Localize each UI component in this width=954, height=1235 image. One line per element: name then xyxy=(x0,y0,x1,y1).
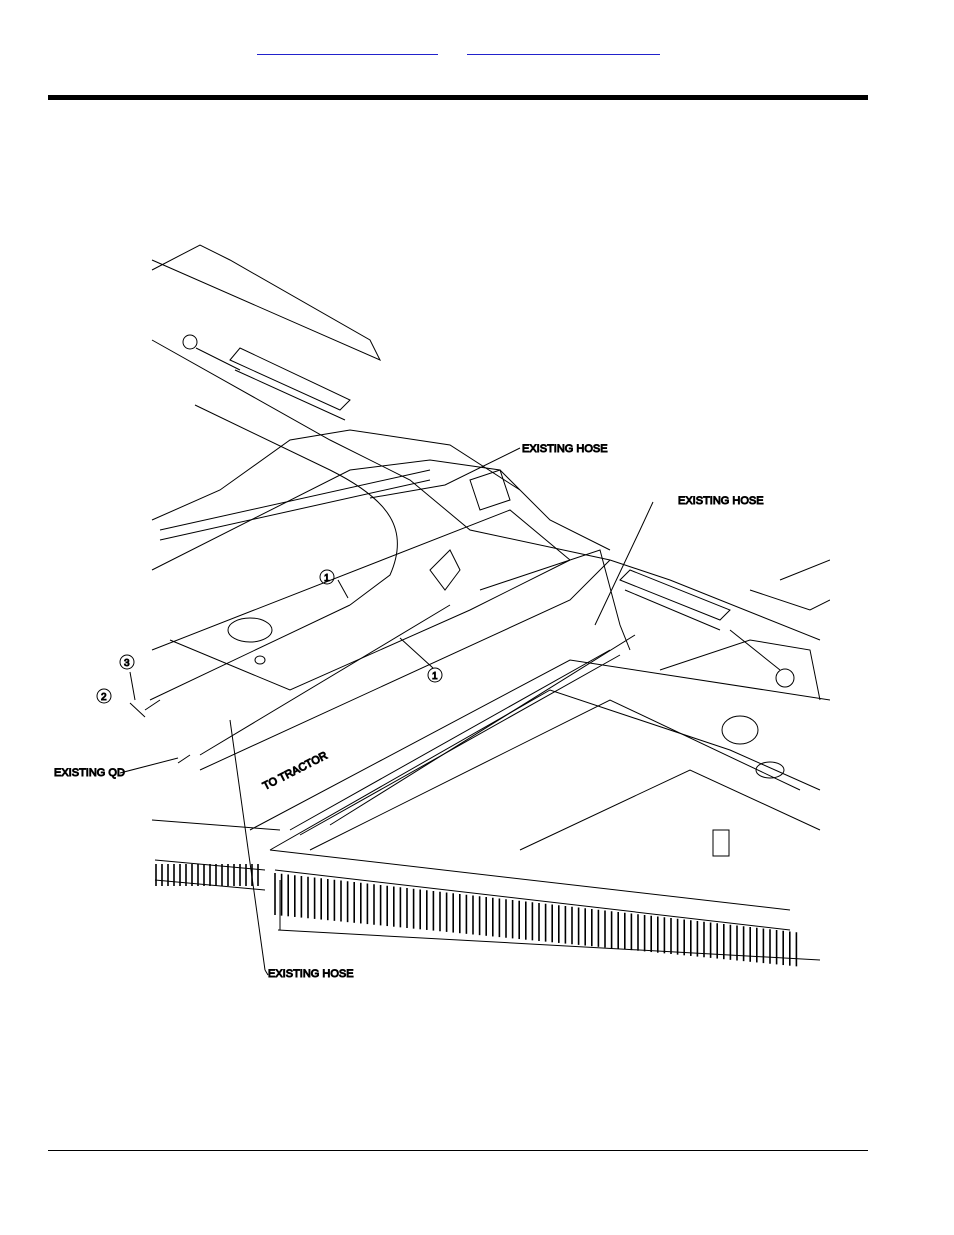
label-existing-hose-right: EXISTING HOSE xyxy=(678,495,764,507)
label-existing-hose-top: EXISTING HOSE xyxy=(522,443,608,455)
callout-item-1-lower: 1 xyxy=(432,671,438,682)
label-to-tractor: TO TRACTOR xyxy=(261,750,330,793)
parts-diagram: EXISTING HOSE EXISTING HOSE EXISTING HOS… xyxy=(54,244,830,981)
frame-tubes xyxy=(159,469,636,836)
callouts: 1 1 2 3 xyxy=(96,569,443,704)
chain-guard-teeth xyxy=(155,864,798,967)
cylinder-right xyxy=(619,569,795,688)
header-rule xyxy=(48,95,868,100)
header-link-left[interactable] xyxy=(257,40,438,55)
callout-item-3: 3 xyxy=(124,658,130,669)
chain-guard xyxy=(154,849,821,961)
leader-lines xyxy=(119,447,654,976)
cylinder-left xyxy=(182,334,351,421)
header-link-right[interactable] xyxy=(467,40,660,55)
label-existing-hose-bottom: EXISTING HOSE xyxy=(268,968,354,980)
footer-rule xyxy=(48,1150,868,1151)
label-existing-qd: EXISTING QD xyxy=(54,767,125,779)
callout-item-1-upper: 1 xyxy=(324,573,330,584)
hydraulic-hoses xyxy=(144,404,631,764)
deck-frame xyxy=(151,244,830,857)
callout-item-2: 2 xyxy=(101,692,107,703)
